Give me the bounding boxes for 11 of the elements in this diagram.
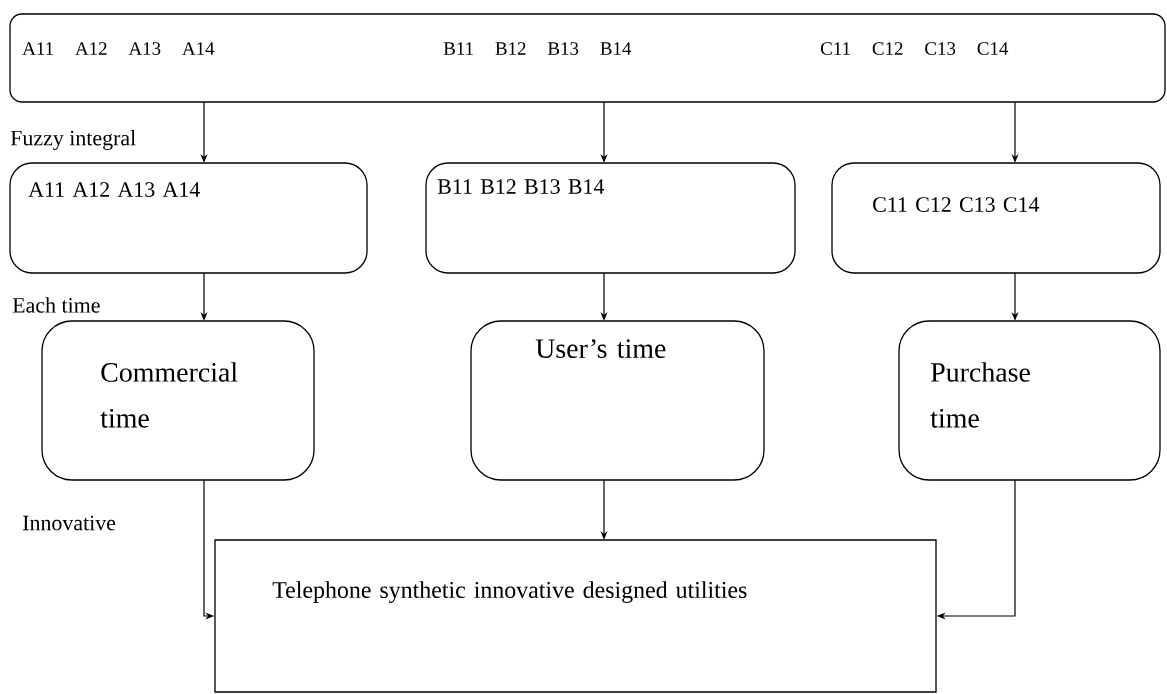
process-box: Telephone synthetic innovative designed utilities [214,539,937,693]
rounded-box: C11 C12 C13 C14 [831,162,1161,274]
rounded-box: A11 A12 A13 A14 B11 B12 B13 B14 C11 C12 C13 C14 [9,13,1166,103]
side-label: Each time [12,297,100,313]
rounded-box: A11 A12 A13 A14 [9,162,368,274]
rounded-box: Purchase time [898,320,1161,481]
side-label: Fuzzy integral [10,130,136,150]
rounded-box: B11 B12 B13 B14 [425,162,796,274]
side-label: Innovative [23,515,116,531]
rounded-box: Commercial time [41,320,315,481]
rounded-box: User’s time [470,320,765,481]
